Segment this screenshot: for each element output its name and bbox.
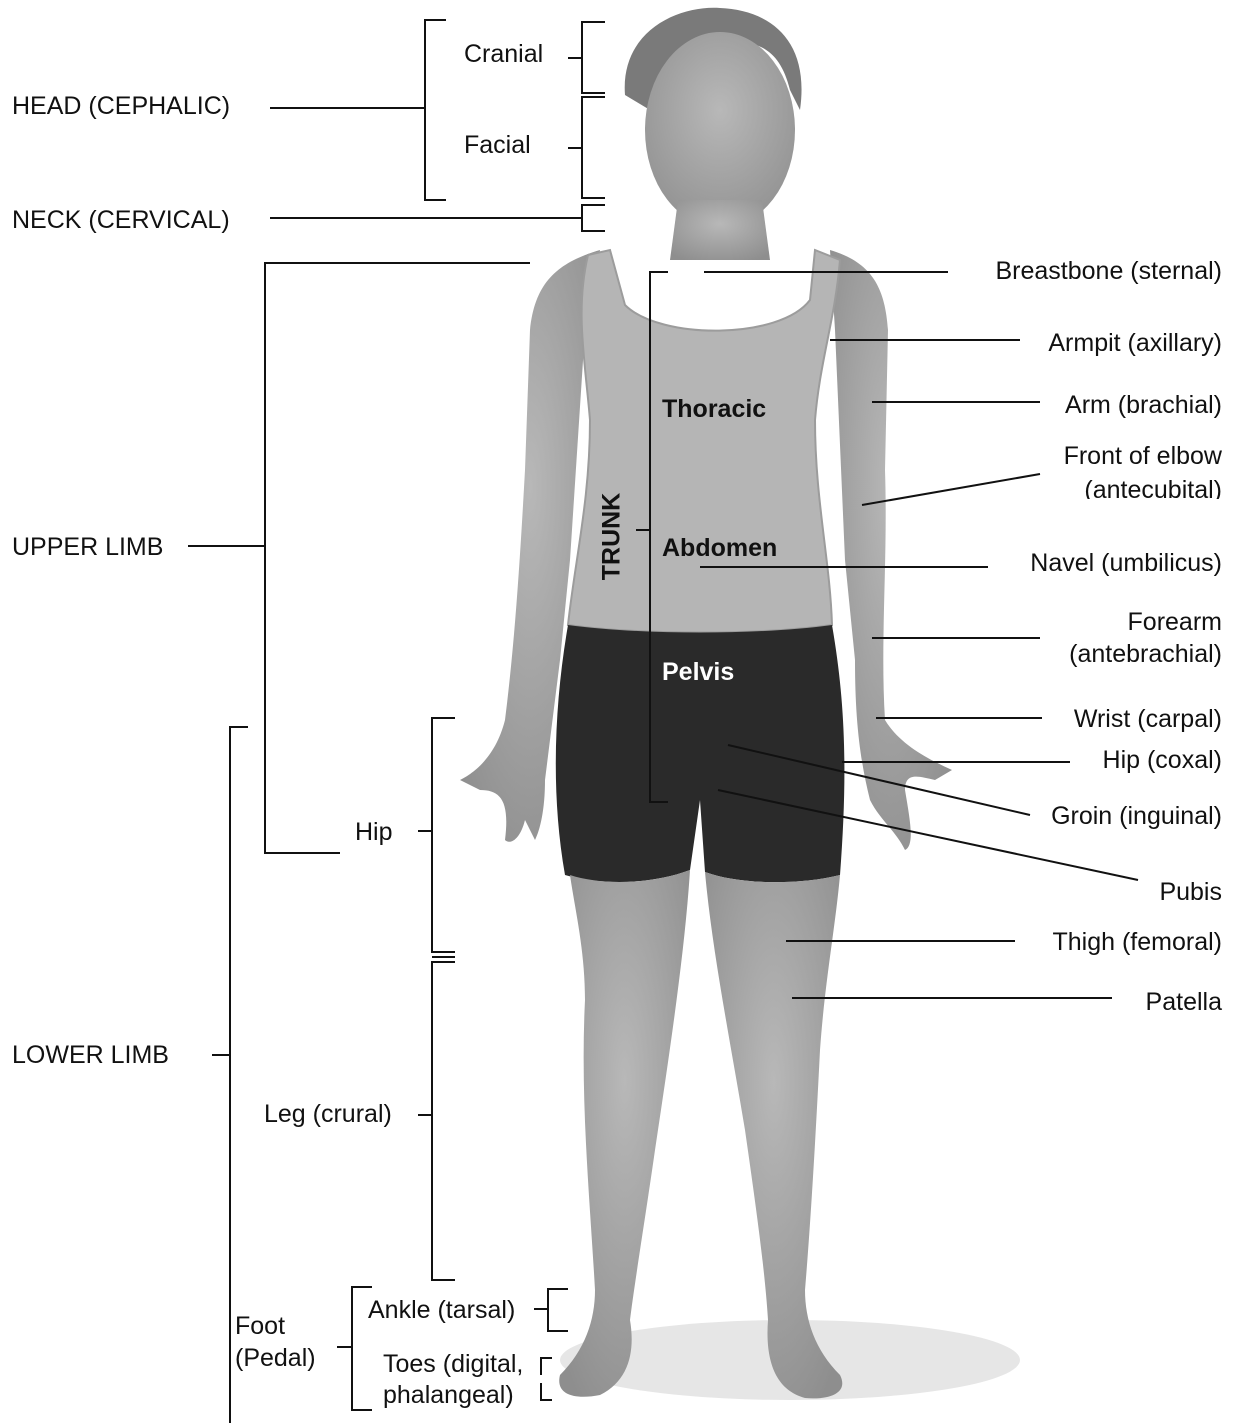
- head-bracket: [425, 20, 446, 200]
- facial-label: Facial: [464, 130, 531, 160]
- toes-bracket-bottom: [541, 1383, 552, 1400]
- toes-label-line2: phalangeal): [383, 1380, 514, 1410]
- toes-label-line1: Toes (digital,: [383, 1349, 523, 1379]
- arm-label: Arm (brachial): [1065, 390, 1222, 420]
- elbow-label-line1: Front of elbow: [1064, 441, 1222, 471]
- thigh-label: Thigh (femoral): [1053, 927, 1223, 957]
- toes-bracket-top: [541, 1358, 552, 1375]
- leg-bracket: [432, 962, 455, 1280]
- facial-bracket: [582, 97, 605, 198]
- breastbone-label: Breastbone (sternal): [995, 256, 1222, 286]
- abdomen-label: Abdomen: [662, 533, 777, 563]
- neck-bracket: [582, 205, 605, 231]
- hip-coxal-label: Hip (coxal): [1103, 745, 1222, 775]
- groin-label: Groin (inguinal): [1051, 801, 1222, 831]
- pubis-label: Pubis: [1159, 877, 1222, 907]
- neck-label: NECK (CERVICAL): [12, 205, 230, 235]
- patella-label: Patella: [1146, 987, 1222, 1017]
- leg-label: Leg (crural): [264, 1099, 392, 1129]
- upper-limb-bracket: [265, 263, 530, 853]
- armpit-label: Armpit (axillary): [1048, 328, 1222, 358]
- hip-label: Hip: [355, 817, 393, 847]
- ankle-label: Ankle (tarsal): [368, 1295, 515, 1325]
- foot-label-line2: (Pedal): [235, 1343, 316, 1373]
- trunk-label: TRUNK: [598, 491, 627, 583]
- wrist-label: Wrist (carpal): [1074, 704, 1222, 734]
- ankle-bracket: [548, 1289, 568, 1331]
- navel-label: Navel (umbilicus): [1030, 548, 1222, 578]
- cranial-bracket: [582, 22, 605, 93]
- hip-bracket: [432, 718, 455, 952]
- foot-label-line1: Foot: [235, 1311, 285, 1341]
- elbow-label-line2: (antecubital): [1084, 475, 1222, 499]
- forearm-label-line2: (antebrachial): [1069, 639, 1222, 669]
- cranial-label: Cranial: [464, 39, 543, 69]
- upper-limb-label: UPPER LIMB: [12, 532, 163, 562]
- lower-limb-label: LOWER LIMB: [12, 1040, 169, 1070]
- elbow-leader: [862, 474, 1040, 505]
- head-label: HEAD (CEPHALIC): [12, 91, 230, 121]
- pelvis-label: Pelvis: [662, 657, 734, 687]
- forearm-label-line1: Forearm: [1128, 607, 1222, 637]
- groin-leader: [728, 745, 1030, 815]
- thoracic-label: Thoracic: [662, 394, 766, 424]
